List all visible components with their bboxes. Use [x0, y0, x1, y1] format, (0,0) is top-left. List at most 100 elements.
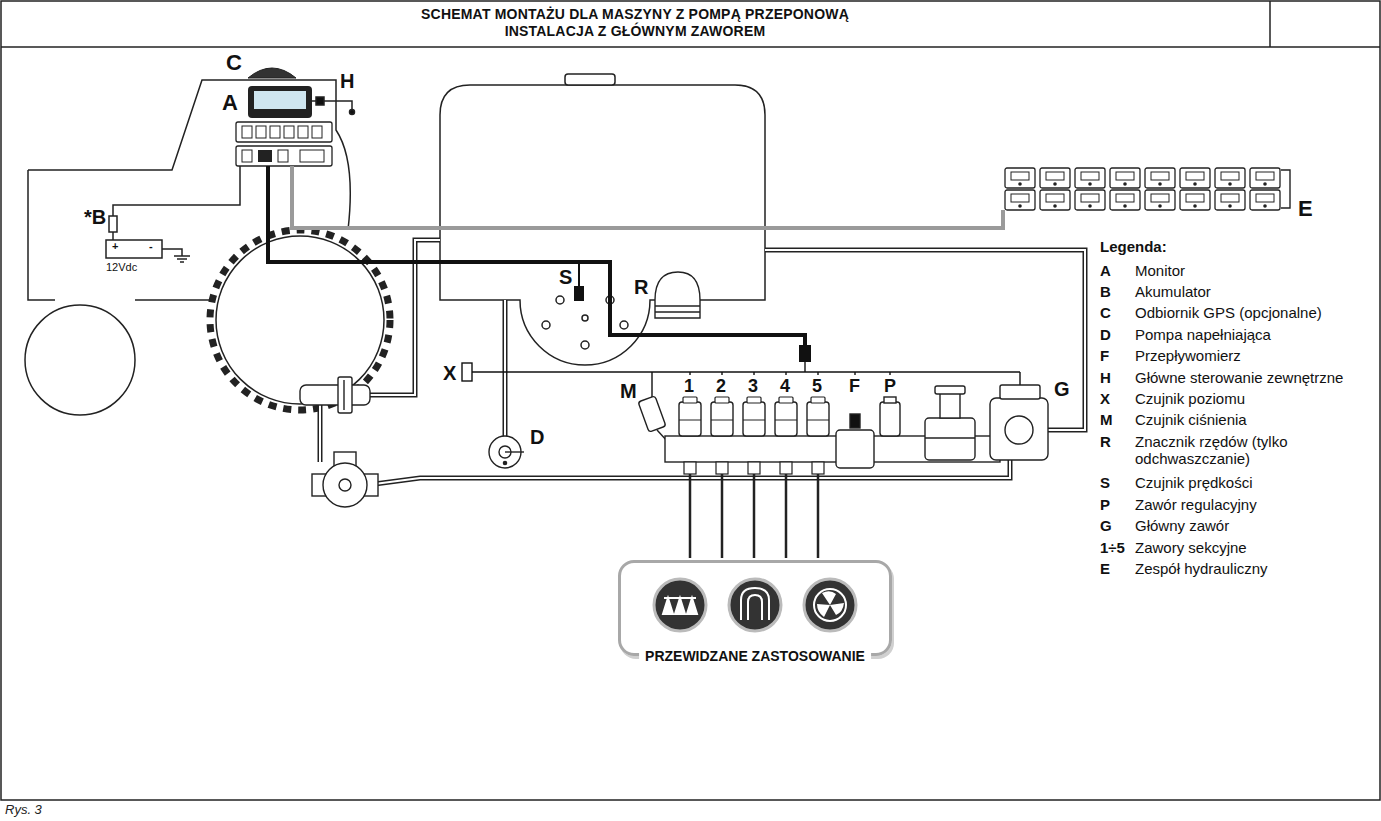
tank [440, 85, 765, 365]
part-letter: M [620, 380, 637, 403]
signal-cable [574, 286, 584, 301]
signal-cable [472, 371, 1020, 372]
battery-wiring [109, 216, 117, 232]
monitor [256, 126, 266, 138]
legend-text: Zawory sekcyjne [1135, 539, 1247, 556]
frame [1, 1, 1380, 800]
pipe [503, 300, 508, 436]
legend-key: B [1100, 283, 1111, 300]
tank [620, 321, 628, 329]
valve-assembly [990, 398, 1048, 460]
part-letter: D [530, 426, 544, 449]
legend-text: Pompa napełniająca [1135, 326, 1271, 343]
legend-key: D [1100, 326, 1111, 343]
legend-key: F [1100, 347, 1109, 364]
legend-text: Czujnik ciśnienia [1135, 411, 1247, 428]
hydraulic-unit [1075, 190, 1105, 210]
legend-text: Zawór regulacyjny [1135, 496, 1257, 513]
application-icons [654, 579, 856, 631]
valve-assembly [665, 385, 1048, 558]
polarity-sign: - [149, 240, 153, 253]
hydraulic-unit [1250, 168, 1280, 188]
row-marker [655, 272, 700, 318]
valve-assembly [775, 397, 797, 558]
figure-caption: Rys. 3 [5, 803, 42, 818]
legend-key: S [1100, 474, 1110, 491]
legend-text: Przepływomierz [1135, 347, 1241, 364]
filter [300, 377, 370, 413]
gps-receiver [248, 68, 296, 78]
signal-cable [462, 363, 472, 381]
diagram-title: SCHEMAT MONTAŻU DLA MASZYNY Z POMPĄ PRZE… [385, 6, 885, 40]
tank [565, 74, 615, 85]
callout-number: 4 [780, 376, 790, 397]
filter [300, 385, 370, 405]
pressure-sensor [638, 396, 668, 442]
tank [542, 321, 550, 329]
tank [582, 315, 588, 321]
part-letter: E [1298, 196, 1313, 221]
monitor [284, 126, 294, 138]
signal-cable [268, 166, 805, 345]
valve-assembly [836, 430, 874, 468]
diaphragm-pump [312, 452, 378, 507]
tractor-outline [25, 305, 135, 415]
legend-text: Główne sterowanie zewnętrzne [1135, 369, 1343, 386]
box-caption: PRZEWIDZANE ZASTOSOWANIE [639, 648, 871, 664]
filling-pump [489, 436, 524, 468]
hydraulic-unit [1145, 168, 1175, 188]
row-marker [655, 311, 700, 312]
valve-assembly [743, 397, 765, 558]
monitor [298, 126, 308, 138]
diaphragm-pump [323, 463, 367, 507]
signal-cable [804, 362, 805, 372]
legend-text: Zespół hydrauliczny [1135, 560, 1268, 577]
legend-text: Odbiornik GPS (opcjonalne) [1135, 304, 1322, 321]
diaphragm-pump [339, 479, 351, 491]
signal-cable [292, 166, 1003, 228]
pipe [320, 240, 1085, 485]
external-control [312, 97, 355, 115]
battery-wiring [162, 249, 182, 256]
battery-wiring [174, 256, 190, 262]
row-marker [655, 305, 700, 306]
monitor [254, 91, 306, 109]
application-icons [654, 579, 706, 631]
hydraulic-unit [1145, 190, 1175, 210]
valve-assembly [1000, 385, 1040, 399]
battery-wiring [113, 166, 240, 216]
signal-cable [578, 262, 580, 286]
application-icons [741, 588, 769, 620]
polarity-sign: + [112, 240, 118, 253]
frame [1, 1, 1380, 800]
legend-key: X [1100, 390, 1110, 407]
legend-text: Znacznik rzędów (tylko odchwaszczanie) [1135, 433, 1375, 468]
application-box: PRZEWIDZANE ZASTOSOWANIE [618, 560, 892, 656]
legend-key: 1÷5 [1100, 539, 1125, 556]
hydraulic-unit [1005, 168, 1290, 210]
pressure-sensor [638, 396, 666, 432]
tank [556, 296, 564, 304]
legend-key: A [1100, 262, 1111, 279]
hydraulic-unit [1215, 190, 1245, 210]
filling-pump [503, 461, 506, 464]
hydraulic-unit [1250, 190, 1280, 210]
signal-cable [799, 345, 811, 362]
tank [440, 74, 765, 365]
hydraulic-unit [1075, 168, 1105, 188]
valve-assembly [925, 437, 975, 438]
monitor [236, 146, 332, 166]
valve-assembly [925, 418, 975, 460]
row-marker [655, 272, 700, 318]
legend-key: P [1100, 496, 1110, 513]
hydraulic-unit [1180, 168, 1210, 188]
hydraulic-unit [1005, 168, 1035, 188]
gps-receiver [248, 68, 296, 78]
monitor [300, 150, 324, 162]
part-letter: H [340, 70, 354, 93]
valve-assembly [679, 397, 701, 558]
valve-assembly [807, 397, 829, 558]
battery-wiring [106, 166, 240, 262]
